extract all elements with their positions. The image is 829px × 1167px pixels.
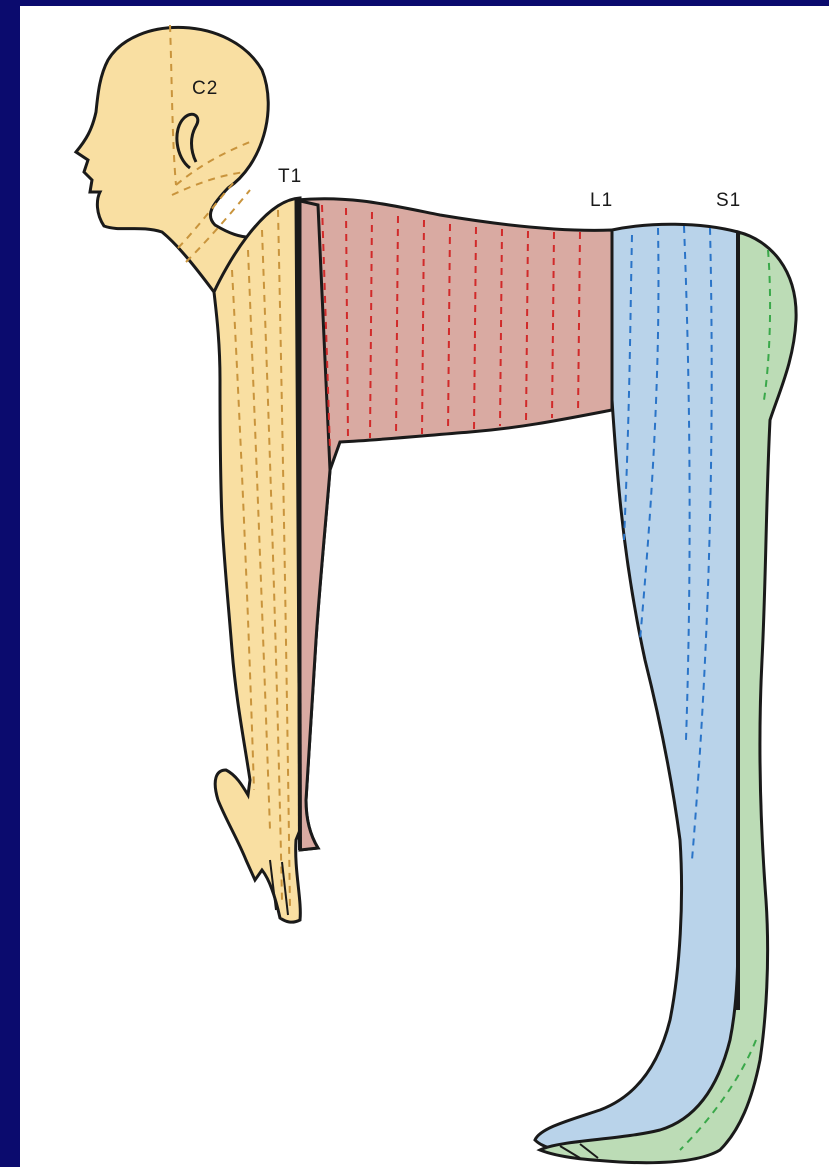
thoracic-region <box>296 199 612 850</box>
extremity-details <box>270 860 598 1158</box>
label-c2: C2 <box>192 78 218 99</box>
label-t1: T1 <box>278 166 302 187</box>
trunk <box>296 199 612 850</box>
cervical-region <box>76 25 300 922</box>
arm-front <box>214 198 300 922</box>
label-s1: S1 <box>716 190 741 211</box>
label-l1: L1 <box>590 190 613 211</box>
t1-boundary <box>298 200 300 850</box>
